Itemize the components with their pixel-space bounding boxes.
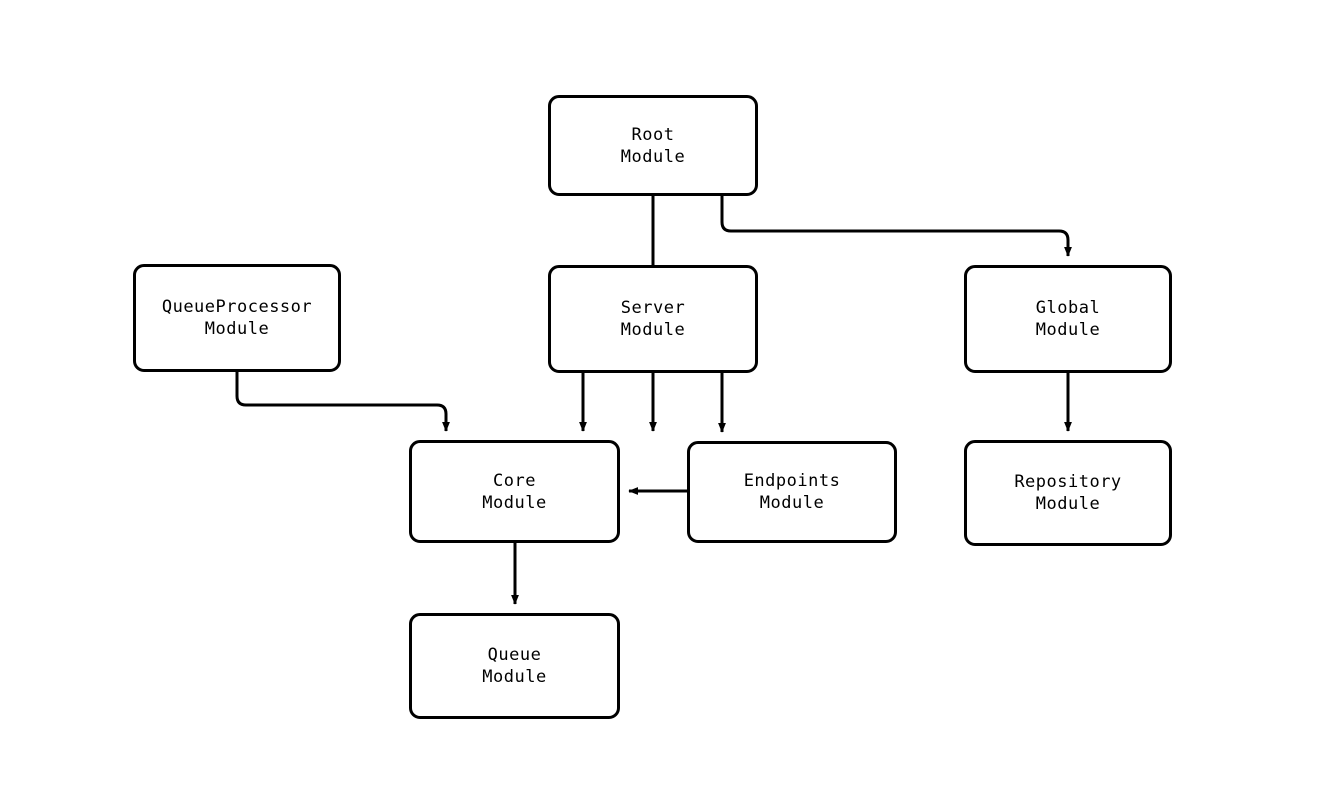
node-queueprocessor-module[interactable]: QueueProcessor Module [133,264,341,372]
node-label: Core Module [482,470,547,513]
node-queue-module[interactable]: Queue Module [409,613,620,719]
node-global-module[interactable]: Global Module [964,265,1172,373]
node-label: Server Module [620,298,686,340]
edge-queueprocessor-to-core [235,372,450,432]
node-label: Root Module [620,124,686,167]
node-label: Queue Module [482,645,547,687]
node-endpoints-module[interactable]: Endpoints Module [687,441,897,543]
node-server-module[interactable]: Server Module [548,265,758,373]
node-label: QueueProcessor Module [161,297,313,339]
node-repository-module[interactable]: Repository Module [964,440,1172,546]
node-label: Endpoints Module [743,471,841,513]
node-label: Global Module [1035,298,1101,340]
node-core-module[interactable]: Core Module [409,440,620,543]
node-root-module[interactable]: Root Module [548,95,758,196]
edge-root-to-global [720,196,1072,257]
node-label: Repository Module [1014,472,1122,514]
